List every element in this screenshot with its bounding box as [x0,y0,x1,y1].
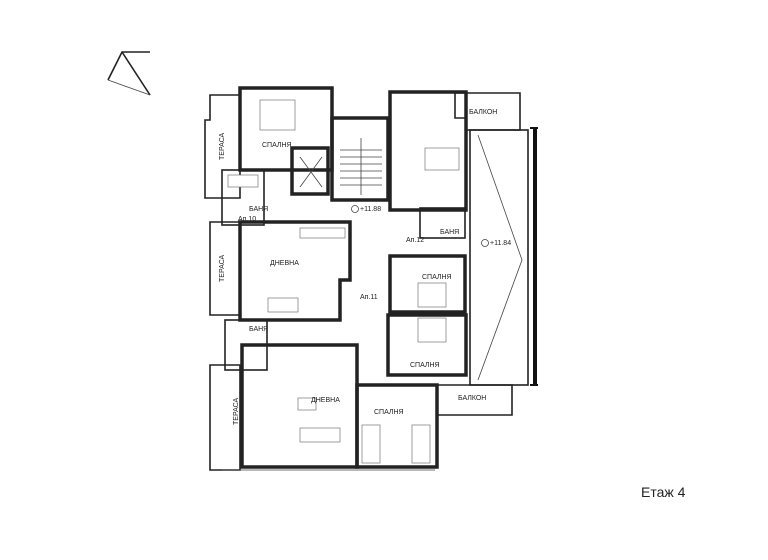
terrace-level: +11.84 [490,240,511,247]
bath-2 [419,207,466,239]
table-icon [297,397,317,411]
terrace-3-label: ТЕРАСА [233,397,240,425]
sofa-icon [267,297,299,313]
ap12-label: Ап.12 [406,237,424,244]
ap11-label: Ап.11 [360,294,378,301]
bed-icon [411,424,431,464]
north-arrow-icon [107,51,151,96]
bedroom-4 [355,383,439,469]
balcony-2 [436,384,513,416]
bed-icon [361,424,381,464]
terrace-3 [209,364,241,471]
bath-3-label: БАНЯ [249,326,268,333]
bedroom-4-label: СПАЛНЯ [374,409,404,416]
bed-icon [259,99,296,131]
bedroom-3 [386,313,468,377]
level-marker-icon [351,205,359,213]
terrace-big [469,129,529,386]
living-1-label: ДНЕВНА [270,260,299,267]
bath-1-label: БАНЯ [249,206,268,213]
terrace-2-label: ТЕРАСА [219,254,226,282]
bedroom-2 [388,254,467,314]
balcony-1-label: БАЛКОН [469,109,497,116]
bath-1 [221,169,265,226]
ap10-label: Ап.10 [238,216,256,223]
sofa-icon [299,427,341,443]
bed-icon [417,317,447,343]
landing-level: +11.88 [360,206,381,213]
kitchen-counter [299,227,346,239]
apartment-12-living [388,90,468,212]
dining-table-icon [424,147,460,171]
elevator [290,146,330,196]
level-marker-icon [481,239,489,247]
floor-label: Етаж 4 [641,484,686,500]
bedroom-3-label: СПАЛНЯ [410,362,440,369]
balcony-1 [454,92,521,131]
stairs [340,138,382,195]
bath-2-label: БАНЯ [440,229,459,236]
living-2-label: ДНЕВНА [311,397,340,404]
balcony-2-label: БАЛКОН [458,395,486,402]
bedroom-1-label: СПАЛНЯ [262,142,292,149]
terrace-1-label: ТЕРАСА [219,132,226,160]
bathtub-icon [227,174,259,188]
bed-icon [417,282,447,308]
terrace-1 [204,94,241,199]
stairwell [330,116,390,202]
bedroom-2-label: СПАЛНЯ [422,274,452,281]
